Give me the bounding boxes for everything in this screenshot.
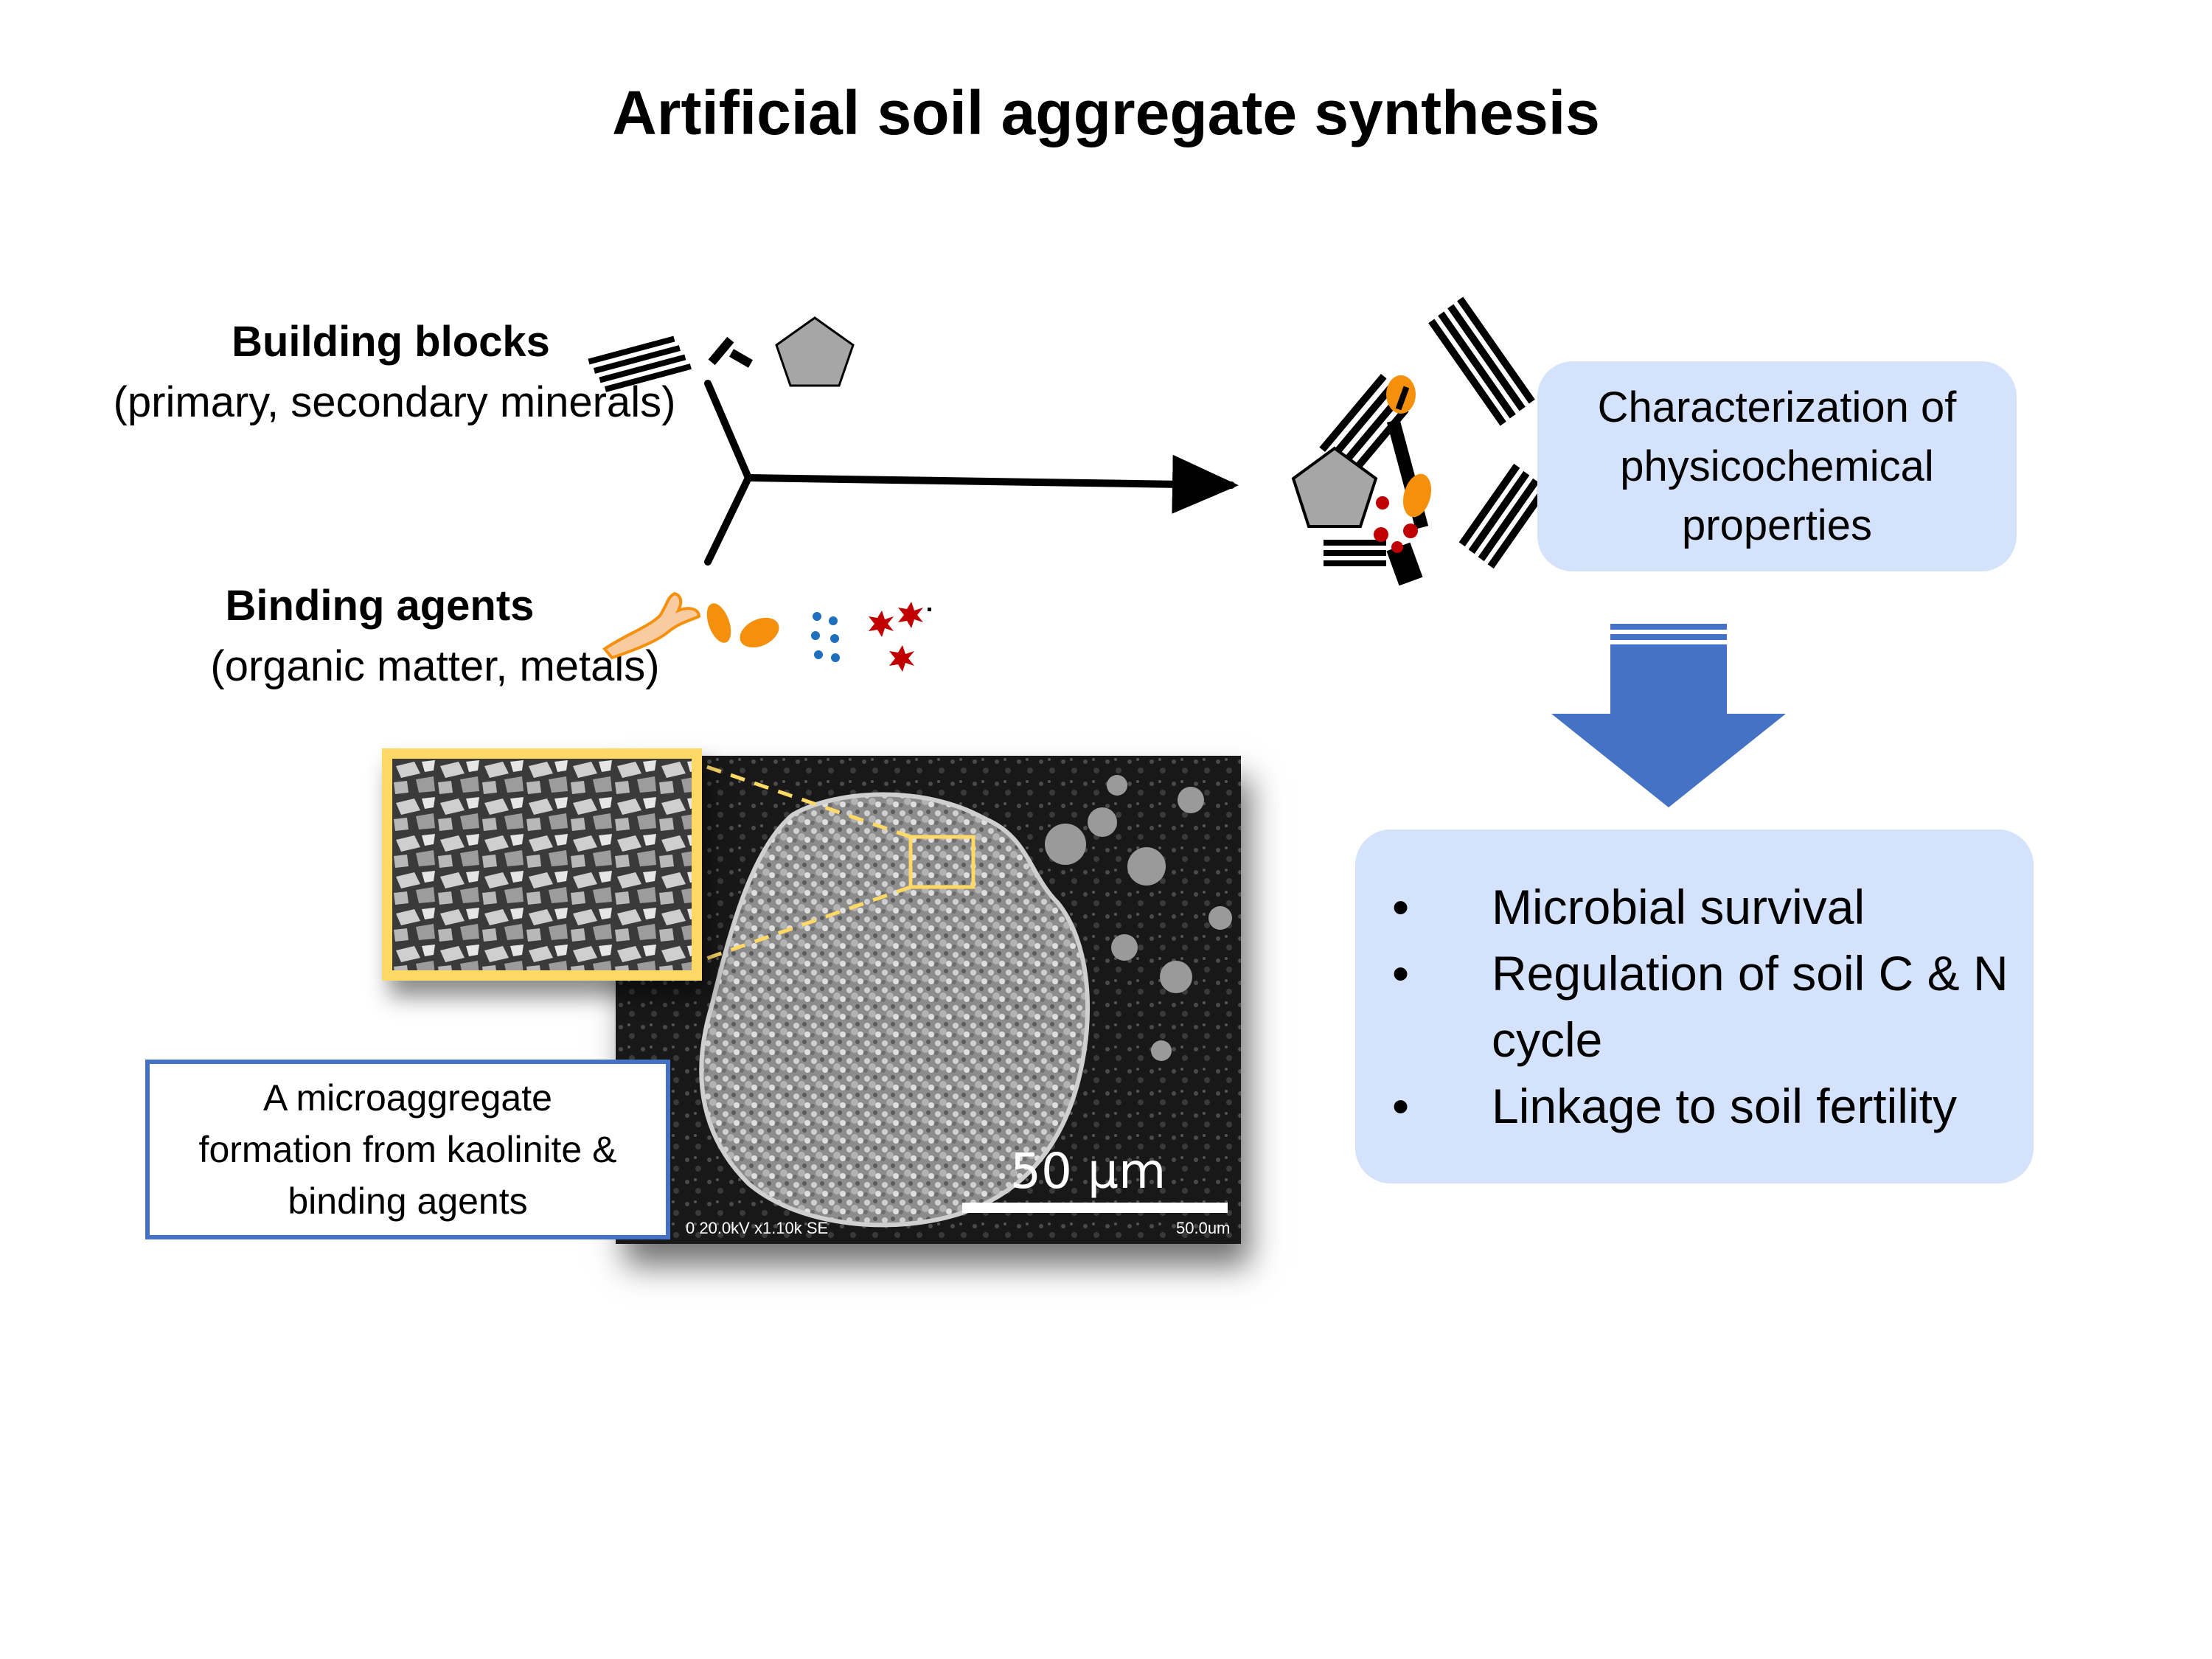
bullet-icon: • bbox=[1392, 1079, 1410, 1133]
building-blocks-subtitle: (primary, secondary minerals) bbox=[113, 378, 676, 426]
aggregate-assembly-icon bbox=[1291, 296, 1549, 586]
down-arrow-icon bbox=[1551, 624, 1786, 807]
outcome-text: Linkage to soil fertility bbox=[1492, 1079, 1957, 1133]
zoom-region-box bbox=[908, 835, 975, 889]
scale-bar-label: 50 µm bbox=[1010, 1143, 1166, 1200]
root-hypha-icon bbox=[602, 591, 701, 660]
outcomes-box: • Microbial survival • Regulation of soil … bbox=[1355, 830, 2034, 1183]
pentagon-mineral-icon bbox=[775, 316, 855, 387]
outcome-text: Microbial survival bbox=[1492, 880, 1865, 934]
metal-particles-icon bbox=[869, 602, 931, 672]
organic-matter-icon bbox=[706, 603, 731, 643]
caption-line: binding agents bbox=[288, 1180, 528, 1222]
zoom-inset-image bbox=[392, 759, 692, 970]
outcome-text: Regulation of soil C & N cycle bbox=[1492, 946, 2008, 1067]
characterization-box: Characterization of physicochemical prop… bbox=[1537, 361, 2017, 571]
organic-matter-icon bbox=[740, 617, 779, 648]
sem-caption-box: A microaggregate formation from kaolinit… bbox=[145, 1060, 670, 1239]
bullet-icon: • bbox=[1392, 880, 1410, 934]
characterization-line: physicochemical bbox=[1620, 442, 1934, 490]
outcomes-list: • Microbial survival • Regulation of soil … bbox=[1392, 874, 2026, 1139]
outcome-item: • Microbial survival bbox=[1392, 874, 2026, 940]
binding-agents-subtitle: (organic matter, metals) bbox=[210, 642, 660, 690]
sem-image bbox=[616, 756, 1241, 1244]
page-title: Artificial soil aggregate synthesis bbox=[612, 78, 1600, 147]
characterization-line: Characterization of bbox=[1597, 383, 1957, 431]
sem-scale-value: 50.0um bbox=[1176, 1219, 1231, 1237]
outcome-item: • Regulation of soil C & N cycle bbox=[1392, 940, 2026, 1073]
caption-line: A microaggregate bbox=[263, 1077, 552, 1119]
clay-plates-icon bbox=[588, 335, 692, 392]
caption-line: formation from kaolinite & bbox=[198, 1129, 617, 1170]
sem-micrograph: 50 µm 0 20.0kV x1.10k SE 50.0um bbox=[616, 756, 1241, 1244]
building-blocks-heading: Building blocks bbox=[232, 318, 550, 366]
merge-connector bbox=[704, 380, 1239, 566]
mineral-sheets-icon bbox=[708, 336, 753, 368]
zoom-inset bbox=[382, 748, 702, 981]
aggregate-particle bbox=[699, 792, 1090, 1228]
characterization-line: properties bbox=[1682, 501, 1872, 549]
bullet-icon: • bbox=[1392, 946, 1410, 1001]
metal-ions-icon bbox=[811, 612, 840, 662]
outcome-item: • Linkage to soil fertility bbox=[1392, 1073, 2026, 1139]
scale-bar bbox=[962, 1203, 1228, 1213]
binding-agents-heading: Binding agents bbox=[225, 582, 535, 630]
sem-instrument-info: 0 20.0kV x1.10k SE bbox=[686, 1219, 829, 1237]
